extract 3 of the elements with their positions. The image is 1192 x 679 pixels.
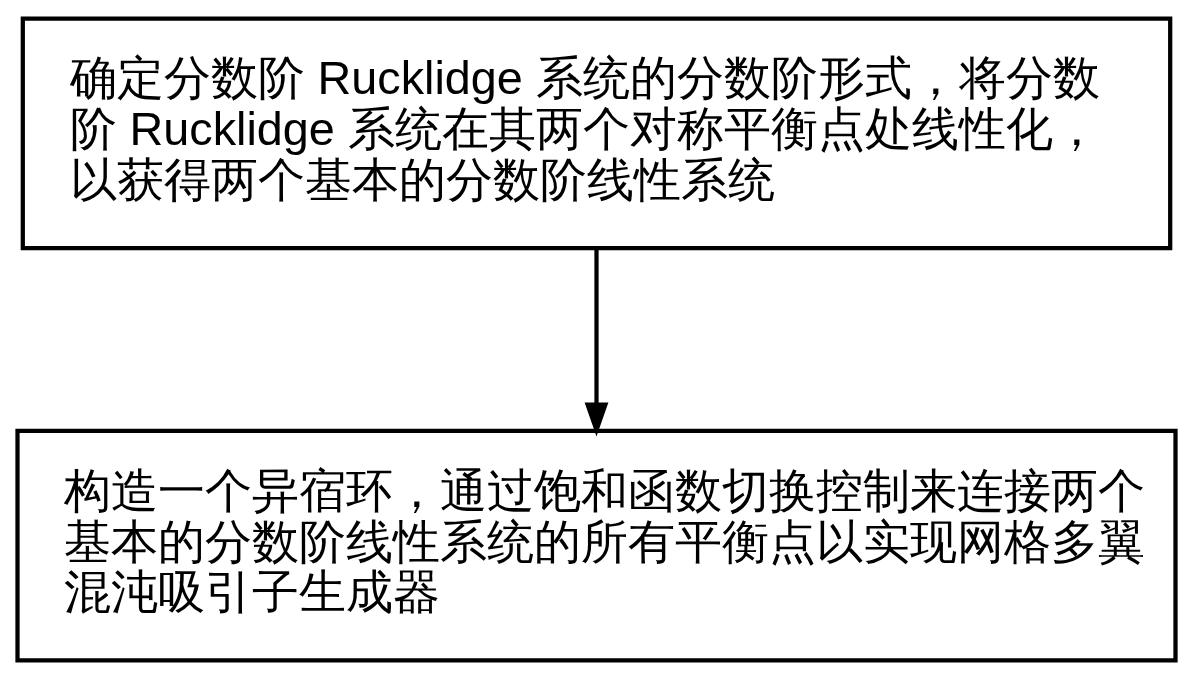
node-box: 确定分数阶 Rucklidge 系统的分数阶形式，将分数阶 Rucklidge 系统在其两个对称平衡点处线性化，以获得两个基本的分数阶线性系统 <box>20 16 1172 251</box>
node-box: 构造一个异宿环，通过饱和函数切换控制来连接两个基本的分数阶线性系统的所有平衡点以实现网格多翼混沌吸引子生成器 <box>14 428 1178 663</box>
arrow <box>584 248 608 437</box>
